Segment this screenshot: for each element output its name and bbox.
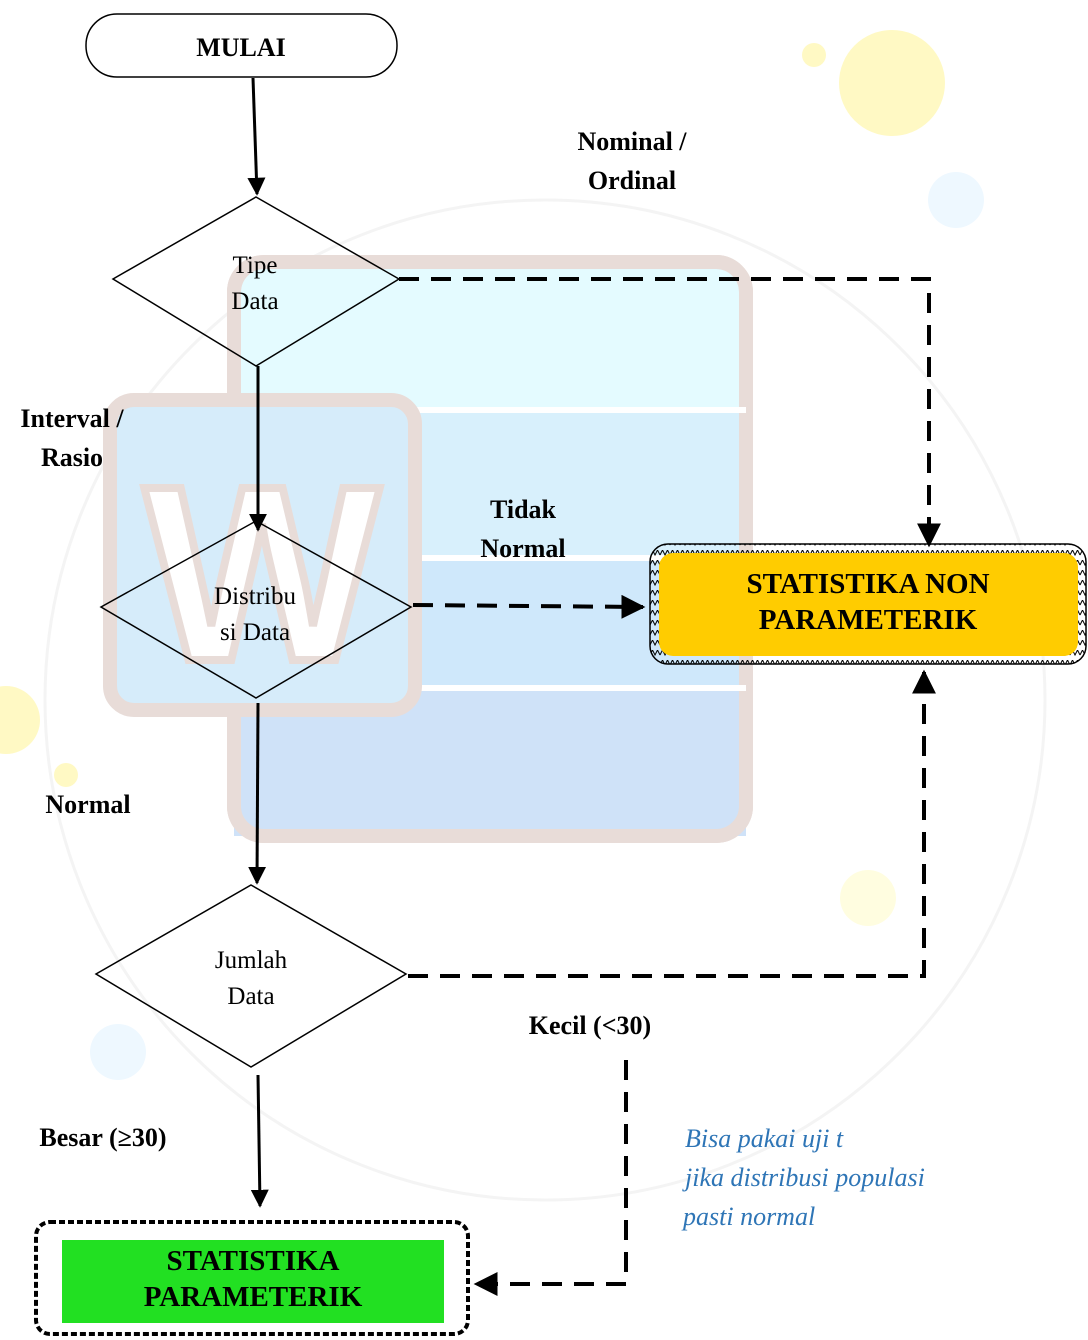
decision-tipe-data bbox=[111, 196, 401, 367]
dashed-arrow-kecil-to-param bbox=[473, 1060, 628, 1296]
label-rasio: Rasio bbox=[41, 443, 103, 472]
note-line2: jika distribusi populasi bbox=[682, 1163, 925, 1192]
note-line3: pasti normal bbox=[681, 1202, 815, 1231]
arrow-start-to-tipe bbox=[247, 77, 266, 196]
watermark-word-logo: W bbox=[103, 255, 753, 843]
jumlah-line2: Data bbox=[227, 983, 274, 1010]
label-kecil: Kecil (<30) bbox=[529, 1011, 651, 1040]
jumlah-line1: Jumlah bbox=[215, 947, 288, 974]
param-line1: STATISTIKA bbox=[167, 1245, 340, 1277]
param-box bbox=[62, 1240, 444, 1323]
start-label: MULAI bbox=[196, 33, 286, 62]
note-line1: Bisa pakai uji t bbox=[685, 1124, 844, 1153]
decision-jumlah-data bbox=[94, 884, 408, 1068]
label-besar: Besar (≥30) bbox=[39, 1123, 166, 1152]
decision-distribusi-data bbox=[99, 520, 413, 699]
dashed-arrow-tipe-to-nonparam bbox=[399, 277, 941, 548]
start-terminal bbox=[85, 13, 398, 78]
background-decoration bbox=[0, 30, 1047, 1202]
param-line2: PARAMETERIK bbox=[144, 1281, 363, 1313]
label-tidak-normal: Normal bbox=[480, 534, 565, 563]
dashed-arrow-jumlah-to-nonparam bbox=[408, 669, 936, 978]
dashed-arrow-distribusi-to-nonparam bbox=[412, 594, 646, 619]
label-ordinal: Ordinal bbox=[588, 166, 676, 195]
label-tidak: Tidak bbox=[490, 495, 557, 524]
arrow-jumlah-to-param bbox=[250, 1074, 269, 1208]
nonparam-box bbox=[659, 553, 1078, 656]
tipe-data-line1: Tipe bbox=[233, 252, 278, 279]
nonparam-line1: STATISTIKA NON bbox=[746, 568, 989, 600]
nonparam-line2: PARAMETERIK bbox=[759, 604, 978, 636]
label-nominal: Nominal / bbox=[577, 127, 687, 156]
distribusi-line2: si Data bbox=[220, 619, 290, 646]
distribusi-line1: Distribu bbox=[214, 583, 296, 610]
tipe-data-line2: Data bbox=[231, 288, 278, 315]
arrow-distribusi-to-jumlah bbox=[248, 702, 267, 885]
label-interval: Interval / bbox=[20, 404, 124, 433]
watermark-letter: W bbox=[144, 434, 380, 713]
label-normal: Normal bbox=[45, 790, 130, 819]
